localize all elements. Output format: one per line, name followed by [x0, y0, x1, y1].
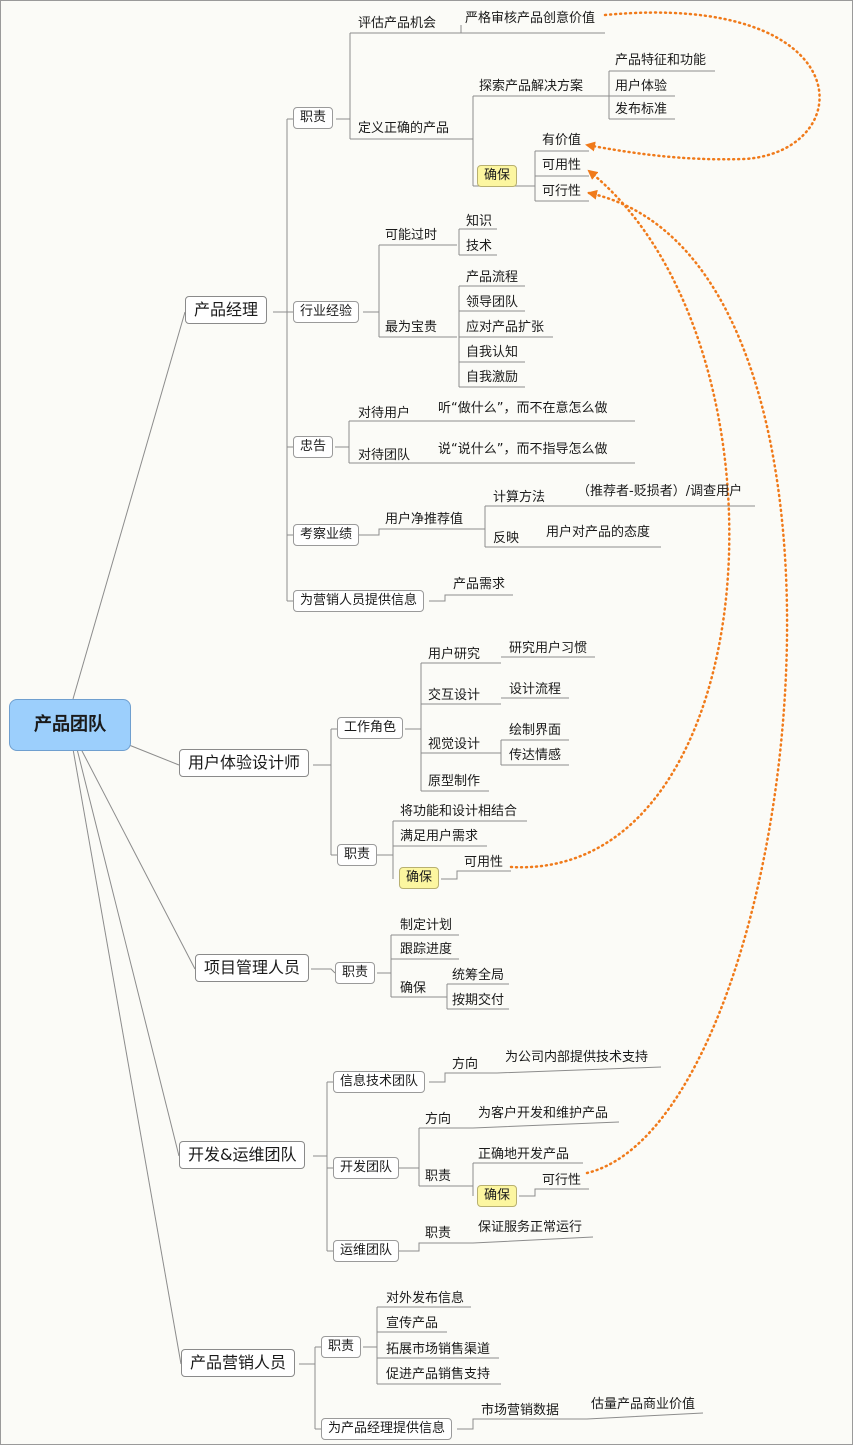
root-to-mkt-line [72, 748, 182, 1365]
root-to-pm-line [72, 311, 186, 700]
node-valuable-item[interactable]: 应对产品扩张 [466, 320, 545, 335]
node-explore-item[interactable]: 发布标准 [615, 102, 668, 117]
node-mkt-data[interactable]: 市场营销数据 [481, 1403, 560, 1418]
root-to-project-line [80, 748, 196, 970]
node-advice-team[interactable]: 对待团队 [358, 448, 411, 463]
node-pm[interactable]: 产品经理 [185, 296, 268, 324]
node-reflect-child[interactable]: 用户对产品的态度 [546, 525, 651, 540]
node-project[interactable]: 项目管理人员 [195, 954, 310, 982]
node-valuable[interactable]: 最为宝贵 [385, 320, 438, 335]
node-mkt-duty-item[interactable]: 宣传产品 [386, 1316, 439, 1331]
node-outdated-item[interactable]: 技术 [466, 239, 493, 254]
node-ux-research-child[interactable]: 研究用户习惯 [509, 641, 588, 656]
node-it-team[interactable]: 信息技术团队 [333, 1071, 426, 1093]
root-to-dev-line [76, 748, 180, 1157]
node-it-direction-child[interactable]: 为公司内部提供技术支持 [505, 1050, 649, 1065]
node-valuable-item[interactable]: 领导团队 [466, 295, 519, 310]
node-ux-duty-item[interactable]: 满足用户需求 [400, 829, 479, 844]
node-explore-item[interactable]: 产品特征和功能 [615, 53, 707, 68]
relation-value-arrow [585, 11, 821, 161]
node-ux-duty[interactable]: 职责 [337, 844, 378, 866]
node-mkt-duty-item[interactable]: 拓展市场销售渠道 [386, 1342, 491, 1357]
node-advice-team-child[interactable]: 说“说什么”，而不指导怎么做 [438, 442, 608, 457]
node-pm-marketing[interactable]: 为营销人员提供信息 [293, 590, 425, 612]
node-nps[interactable]: 用户净推荐值 [385, 512, 464, 527]
node-evaluate-child[interactable]: 严格审核产品创意价值 [465, 11, 596, 26]
node-ensure-item[interactable]: 可行性 [542, 184, 582, 199]
node-ux-duty-item[interactable]: 将功能和设计相结合 [400, 804, 518, 819]
node-experience[interactable]: 行业经验 [293, 301, 360, 323]
node-dev-direction-child[interactable]: 为客户开发和维护产品 [478, 1106, 609, 1121]
node-ux-roles[interactable]: 工作角色 [337, 717, 404, 739]
node-dev-team[interactable]: 开发团队 [333, 1157, 400, 1179]
node-reflect[interactable]: 反映 [493, 531, 520, 546]
relation-feasibility-arrow [585, 189, 789, 1175]
node-mkt-duty-item[interactable]: 对外发布信息 [386, 1291, 465, 1306]
node-dev-ensure-child[interactable]: 可行性 [542, 1173, 582, 1188]
node-pm-ensure[interactable]: 确保 [477, 165, 518, 187]
node-ops-team[interactable]: 运维团队 [333, 1240, 400, 1262]
node-dev-duty-child[interactable]: 正确地开发产品 [478, 1147, 570, 1162]
node-calc[interactable]: 计算方法 [493, 490, 546, 505]
node-project-item[interactable]: 制定计划 [400, 918, 453, 933]
root-node[interactable]: 产品团队 [9, 699, 131, 751]
node-mkt-info[interactable]: 为产品经理提供信息 [321, 1418, 453, 1440]
node-outdated-item[interactable]: 知识 [466, 214, 493, 229]
node-advice-users-child[interactable]: 听“做什么”，而不在意怎么做 [438, 401, 608, 416]
node-project-ensure[interactable]: 确保 [400, 981, 427, 996]
node-valuable-item[interactable]: 自我认知 [466, 345, 519, 360]
root-to-ux-line [128, 744, 180, 766]
node-it-direction[interactable]: 方向 [452, 1057, 479, 1072]
node-valuable-item[interactable]: 产品流程 [466, 270, 519, 285]
node-ux-visual[interactable]: 视觉设计 [428, 737, 481, 752]
node-ensure-item[interactable]: 可用性 [542, 158, 582, 173]
node-explore[interactable]: 探索产品解决方案 [479, 79, 584, 94]
node-valuable-item[interactable]: 自我激励 [466, 370, 519, 385]
node-ops-duty-child[interactable]: 保证服务正常运行 [478, 1220, 583, 1235]
node-mkt[interactable]: 产品营销人员 [181, 1349, 296, 1377]
relation-usability-arrow [509, 169, 731, 869]
node-project-duty[interactable]: 职责 [335, 962, 376, 984]
node-calc-child[interactable]: （推荐者-贬损者）/调查用户 [577, 484, 743, 499]
node-dev-direction[interactable]: 方向 [425, 1112, 452, 1127]
node-project-item[interactable]: 跟踪进度 [400, 942, 453, 957]
node-ux-visual-item[interactable]: 绘制界面 [509, 723, 562, 738]
node-ux-ensure[interactable]: 确保 [399, 867, 440, 889]
node-ux[interactable]: 用户体验设计师 [179, 749, 310, 777]
node-mkt-data-child[interactable]: 估量产品商业价值 [591, 1397, 696, 1412]
node-dev-ensure[interactable]: 确保 [477, 1185, 518, 1207]
node-ux-interaction-child[interactable]: 设计流程 [509, 682, 562, 697]
node-mkt-duty-item[interactable]: 促进产品销售支持 [386, 1367, 491, 1382]
node-ux-prototype[interactable]: 原型制作 [428, 774, 481, 789]
node-define[interactable]: 定义正确的产品 [358, 121, 450, 136]
node-mkt-duty[interactable]: 职责 [321, 1336, 362, 1358]
node-project-ensure-item[interactable]: 按期交付 [452, 993, 505, 1008]
node-ux-interaction[interactable]: 交互设计 [428, 688, 481, 703]
node-evaluate[interactable]: 评估产品机会 [358, 16, 437, 31]
node-ensure-item[interactable]: 有价值 [542, 133, 582, 148]
node-dev-duty[interactable]: 职责 [425, 1169, 452, 1184]
node-project-ensure-item[interactable]: 统筹全局 [452, 968, 505, 983]
node-ops-duty[interactable]: 职责 [425, 1226, 452, 1241]
node-performance[interactable]: 考察业绩 [293, 524, 360, 546]
node-pm-marketing-child[interactable]: 产品需求 [453, 577, 506, 592]
node-explore-item[interactable]: 用户体验 [615, 79, 668, 94]
node-pm-duty[interactable]: 职责 [293, 107, 334, 129]
node-dev[interactable]: 开发&运维团队 [179, 1141, 306, 1169]
node-outdated[interactable]: 可能过时 [385, 228, 438, 243]
node-ux-research[interactable]: 用户研究 [428, 647, 481, 662]
node-ux-ensure-child[interactable]: 可用性 [464, 855, 504, 870]
node-advice-users[interactable]: 对待用户 [358, 406, 411, 421]
node-ux-visual-item[interactable]: 传达情感 [509, 748, 562, 763]
node-advice[interactable]: 忠告 [293, 436, 334, 458]
